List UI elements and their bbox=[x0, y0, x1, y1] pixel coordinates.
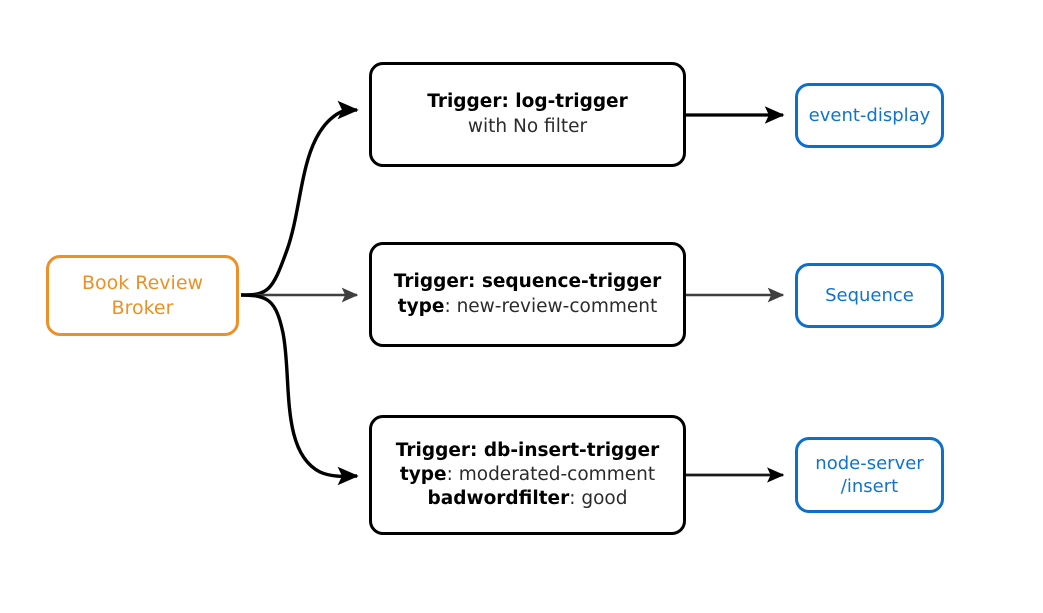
trigger-db-insert-detail-1: type: moderated-comment bbox=[400, 463, 655, 487]
trigger-node-db-insert[interactable]: Trigger: db-insert-trigger type: moderat… bbox=[369, 415, 686, 535]
service-event-display-label: event-display bbox=[808, 104, 931, 126]
edge-broker-to-db-insert-trigger bbox=[240, 293, 359, 486]
trigger-log-detail-1-value: with No filter bbox=[467, 115, 588, 137]
service-node-node-server-insert[interactable]: node-server /insert bbox=[795, 437, 944, 513]
broker-label-line1: Book Review bbox=[81, 271, 204, 294]
service-node-event-display[interactable]: event-display bbox=[795, 83, 944, 148]
trigger-db-insert-detail-1-key: type bbox=[399, 463, 447, 485]
trigger-db-insert-detail-2-value: : good bbox=[569, 488, 628, 510]
trigger-sequence-detail-1: type: new-review-comment bbox=[398, 295, 657, 319]
trigger-sequence-title: Trigger: sequence-trigger bbox=[393, 271, 662, 293]
trigger-log-detail-1: with No filter bbox=[468, 115, 587, 139]
broker-label-line2: Broker bbox=[111, 296, 174, 319]
edge-broker-to-log-trigger bbox=[240, 100, 359, 297]
trigger-log-title: Trigger: log-trigger bbox=[427, 91, 628, 113]
trigger-node-log[interactable]: Trigger: log-trigger with No filter bbox=[369, 62, 686, 167]
service-sequence-label: Sequence bbox=[825, 284, 914, 306]
trigger-sequence-detail-1-value: : new-review-comment bbox=[444, 295, 658, 317]
trigger-db-insert-detail-2: badwordfilter: good bbox=[428, 487, 628, 511]
service-node-server-label-line1: node-server bbox=[815, 452, 924, 474]
trigger-db-insert-detail-2-key: badwordfilter bbox=[427, 488, 570, 510]
trigger-db-insert-detail-1-value: : moderated-comment bbox=[446, 463, 656, 485]
broker-node[interactable]: Book Review Broker bbox=[46, 255, 239, 336]
trigger-db-insert-title: Trigger: db-insert-trigger bbox=[395, 439, 660, 461]
trigger-node-sequence[interactable]: Trigger: sequence-trigger type: new-revi… bbox=[369, 242, 686, 347]
service-node-sequence[interactable]: Sequence bbox=[795, 263, 944, 328]
service-node-server-label-line2: /insert bbox=[840, 476, 899, 497]
trigger-sequence-detail-1-key: type bbox=[397, 295, 445, 317]
